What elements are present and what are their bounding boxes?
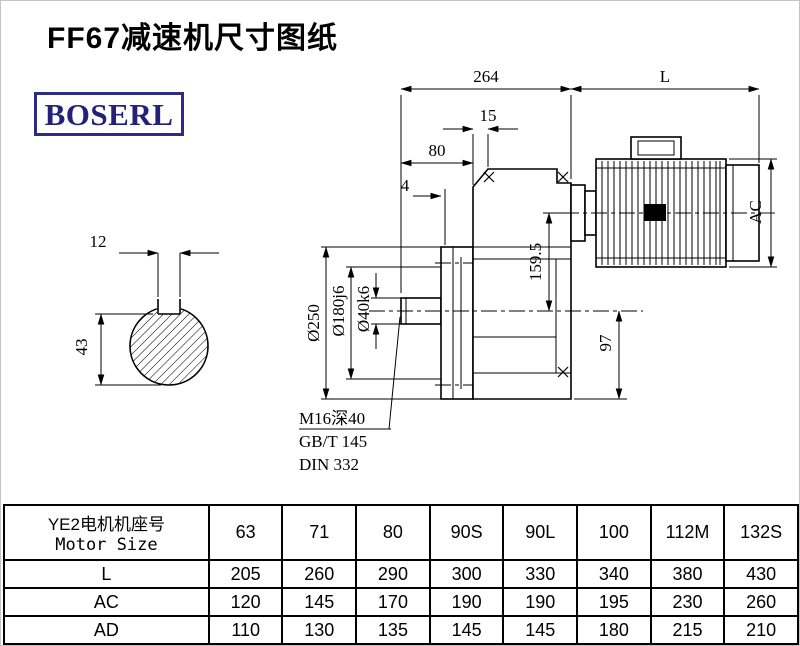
gear-housing [472,168,572,400]
mounting-flange [435,246,479,400]
dim-15-label: 15 [480,106,497,125]
value-cell: 215 [649,615,726,645]
value-cell: 120 [207,587,284,617]
dim-15: 15 [443,106,518,185]
dim-4: 4 [401,176,446,245]
value-cell: 190 [428,587,505,617]
dim-shaft-dia-label: Ø40k6 [354,286,373,332]
corner-line2: Motor Size [55,535,158,555]
value-cell: 205 [207,559,284,589]
dim-L-label: L [660,67,670,86]
centerlines [369,212,779,312]
dimensions: 264 L 15 80 [304,67,777,400]
table-row-AD: AD 110 130 135 145 145 180 215 210 [3,615,799,645]
table-header-row: YE2电机机座号 Motor Size 63 71 80 90S 90L 100… [3,504,799,561]
value-cell: 190 [502,587,579,617]
column-header: 112M [649,504,726,561]
value-cell: 300 [428,559,505,589]
dim-L: L [570,67,760,163]
motor-size-corner-cell: YE2电机机座号 Motor Size [3,504,210,561]
dim-key-height-label: 43 [72,339,91,356]
dim-center-height-label: 159.5 [526,243,545,281]
brand-text: BOSERL [44,96,174,132]
value-cell: 380 [649,559,726,589]
value-cell: 195 [576,587,652,617]
value-cell: 145 [428,615,505,645]
main-view [400,136,760,400]
dim-97: 97 [574,310,627,400]
row-label: AD [3,615,210,645]
column-header: 90S [428,504,505,561]
value-cell: 210 [723,615,799,645]
corner-line1: YE2电机机座号 [47,515,165,534]
column-header: 71 [281,504,358,561]
value-cell: 130 [281,615,358,645]
thread-note: M16深40 GB/T 145 DIN 332 [299,316,401,474]
value-cell: 135 [355,615,431,645]
dim-shaft-dia: Ø40k6 [354,273,401,349]
dim-264: 264 [400,67,572,293]
value-cell: 170 [355,587,431,617]
dim-key-width-label: 12 [90,232,107,251]
dim-AC: AC [729,158,777,268]
value-cell: 145 [281,587,358,617]
table-row-L: L 205 260 290 300 330 340 380 430 [3,559,799,589]
brand-logo: BOSERL [34,92,184,136]
bolt-marks [483,171,569,378]
value-cell: 145 [502,615,579,645]
value-cell: 430 [723,559,799,589]
note-standard-din: DIN 332 [299,455,359,474]
dim-spigot-dia-label: Ø180j6 [329,286,348,337]
value-cell: 260 [723,587,799,617]
dim-4-label: 4 [401,176,410,195]
terminal-box [630,136,682,160]
value-cell: 330 [502,559,579,589]
motor-core [644,204,666,221]
column-header: 63 [207,504,284,561]
value-cell: 180 [576,615,652,645]
note-thread: M16深40 [299,409,365,428]
dim-flange-dia: Ø250 [304,246,441,400]
table-row-AC: AC 120 145 170 190 190 195 230 260 [3,587,799,617]
shaft-section [129,306,209,386]
dim-80: 80 [400,141,474,167]
dim-flange-dia-label: Ø250 [304,304,323,342]
value-cell: 340 [576,559,652,589]
motor-size-table: YE2电机机座号 Motor Size 63 71 80 90S 90L 100… [3,504,799,645]
column-header: 90L [502,504,579,561]
motor [595,136,760,268]
dim-AC-label: AC [746,200,765,224]
dimension-drawing: 12 43 264 L [72,67,779,474]
note-standard-gb: GB/T 145 [299,432,367,451]
column-header: 100 [576,504,652,561]
page-title: FF67减速机尺寸图纸 [47,22,339,55]
row-label: L [3,559,210,589]
column-header: 80 [355,504,431,561]
dim-264-label: 264 [473,67,499,86]
value-cell: 260 [281,559,358,589]
row-label: AC [3,587,210,617]
column-header: 132S [723,504,799,561]
value-cell: 230 [649,587,726,617]
value-cell: 290 [355,559,431,589]
dim-key-height: 43 [72,313,161,386]
dim-80-label: 80 [429,141,446,160]
value-cell: 110 [207,615,284,645]
dim-97-label: 97 [596,334,615,352]
shaft-section-view: 12 43 [72,232,219,386]
keyway [157,299,181,315]
dim-key-width: 12 [90,232,219,297]
